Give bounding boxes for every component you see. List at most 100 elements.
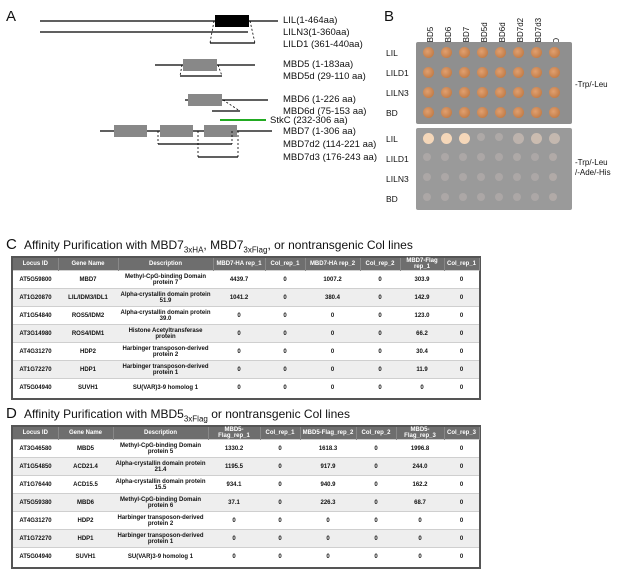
plate2-row-label: LILD1 [386, 154, 409, 164]
yeast-colony [423, 67, 434, 78]
column-header: Locus ID [13, 427, 59, 440]
table-cell: 0 [213, 306, 265, 325]
table-cell: Alpha-crystallin domain protein 51.9 [118, 288, 213, 307]
yeast-colony [495, 153, 503, 161]
table-cell: HDP1 [58, 360, 118, 379]
table-cell: AT5G04940 [13, 378, 58, 397]
table-cell: 123.0 [400, 306, 444, 325]
table-cell: Harbinger transposon-derived protein 2 [118, 342, 213, 361]
table-cell: 0 [213, 360, 265, 379]
table-cell: AT3G46580 [13, 439, 58, 458]
table-cell: Methyl-CpG-binding Domain protein 7 [118, 270, 213, 289]
table-cell: 0 [444, 270, 479, 289]
table-cell: 0 [360, 324, 400, 343]
column-header: Col_rep_2 [360, 258, 401, 271]
table-cell: 0 [444, 342, 479, 361]
column-header: MBD7-HA rep_2 [305, 258, 361, 271]
table-cell: 0 [444, 324, 479, 343]
yeast-colony [549, 87, 560, 98]
table-cell: 0 [444, 547, 479, 566]
table-cell: 0 [265, 270, 305, 289]
yeast-colony [495, 107, 506, 118]
plate2-row-label: LILN3 [386, 174, 409, 184]
table-cell: 0 [396, 529, 444, 548]
construct-diagram [40, 15, 278, 158]
table-cell: Histone Acetyltransferase protein [118, 324, 213, 343]
table-cell: 0 [300, 529, 356, 548]
table-cell: 0 [444, 306, 479, 325]
table-cell: 0 [444, 511, 479, 530]
table-cell: 0 [360, 378, 400, 397]
plate2-media-label-line2: /-Ade/-His [575, 168, 611, 177]
construct-label-mbd5d: MBD5d (29-110 aa) [283, 71, 366, 82]
yeast-colony [423, 173, 431, 181]
table-cell: 0 [356, 475, 396, 494]
panel-c-title-mid: , MBD7 [203, 238, 244, 252]
table-cell: 1330.2 [208, 439, 260, 458]
yeast-colony [531, 173, 539, 181]
table-cell: 0 [360, 360, 400, 379]
table-cell: 244.0 [396, 457, 444, 476]
table-cell: 0 [208, 529, 260, 548]
yeast-colony [513, 133, 524, 144]
yeast-colony [549, 173, 557, 181]
mbd7-domain-2 [160, 125, 193, 137]
table-cell: 0 [444, 360, 479, 379]
yeast-colony [495, 87, 506, 98]
yeast-colony [459, 107, 470, 118]
yeast-colony [441, 153, 449, 161]
yeast-colony [531, 67, 542, 78]
table-cell: 1041.2 [213, 288, 265, 307]
table-cell: 0 [305, 306, 360, 325]
table-cell: AT5G04940 [13, 547, 58, 566]
table-cell: 0 [265, 306, 305, 325]
yeast-colony [513, 173, 521, 181]
table-cell: Harbinger transposon-derived protein 2 [113, 511, 208, 530]
table-cell: Methyl-CpG-binding Domain protein 5 [113, 439, 208, 458]
table-cell: Alpha-crystallin domain protein 15.5 [113, 475, 208, 494]
column-header: Locus ID [13, 258, 59, 271]
table-cell: SU(VAR)3-9 homolog 1 [113, 547, 208, 566]
lil-domain [215, 15, 249, 27]
yeast-colony [531, 153, 539, 161]
table-cell: 0 [260, 475, 300, 494]
table-cell: 0 [260, 457, 300, 476]
panel-c-title: Affinity Purification with MBD73xHA, MBD… [24, 238, 413, 254]
table-cell: 0 [213, 378, 265, 397]
column-header: Col_rep_2 [356, 427, 397, 440]
column-header: Col_rep_1 [444, 258, 480, 271]
table-cell: Harbinger transposon-derived protein 1 [118, 360, 213, 379]
yeast-colony [477, 107, 488, 118]
yeast-colony [549, 193, 557, 201]
plate2-row-label: BD [386, 194, 398, 204]
panel-a-label: A [6, 8, 17, 25]
table-cell: LIL/IDM3/IDL1 [58, 288, 118, 307]
table-cell: 0 [444, 529, 479, 548]
table-cell: 0 [360, 342, 400, 361]
yeast-colony [495, 193, 503, 201]
table-cell: 0 [444, 378, 479, 397]
table-cell: 0 [260, 439, 300, 458]
construct-label-lild1: LILD1 (361-440aa) [283, 39, 363, 50]
table-cell: Alpha-crystallin domain protein 39.0 [118, 306, 213, 325]
yeast-colony [513, 47, 524, 58]
table-cell: ACD21.4 [58, 457, 113, 476]
yeast-colony [477, 193, 485, 201]
yeast-colony [441, 87, 452, 98]
table-cell: SUVH1 [58, 378, 118, 397]
yeast-colony [531, 47, 542, 58]
table-cell: HDP1 [58, 529, 113, 548]
plate2-media-label-line1: -Trp/-Leu [575, 158, 608, 167]
table-cell: 4439.7 [213, 270, 265, 289]
table-cell: MBD5 [58, 439, 113, 458]
column-header: Gene Name [58, 258, 119, 271]
plate1-row-label: LILN3 [386, 88, 409, 98]
table-cell: 0 [213, 342, 265, 361]
construct-label-liln3: LILN3(1-360aa) [283, 27, 350, 38]
